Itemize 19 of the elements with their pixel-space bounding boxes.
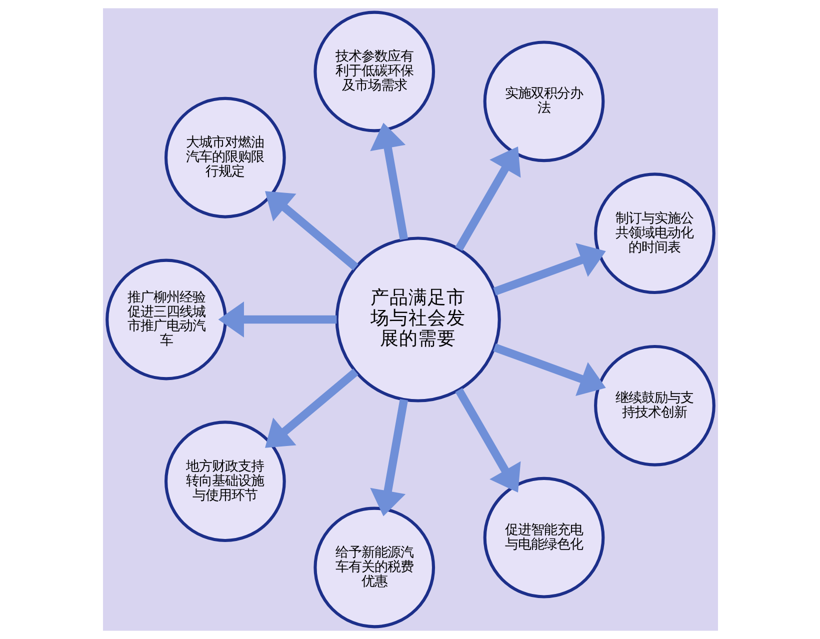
arrow: [492, 243, 606, 296]
arrow: [370, 122, 408, 240]
node-circle: 技术参数应有利于低碳环保及市场需求: [313, 10, 435, 132]
node-circle: 产品满足市场与社会发展的需要: [334, 236, 500, 402]
arrow: [492, 343, 606, 396]
node-circle: 实施双积分办法: [482, 40, 604, 162]
node-circle: 给予新能源汽车有关的税费优惠: [313, 506, 435, 628]
node-circle: 推广柳州经验促进三四线城市推广电动汽车: [105, 258, 226, 380]
node-circle: 大城市对燃油汽车的限购限行规定: [164, 96, 286, 218]
arrow: [264, 368, 358, 448]
node-circle: 地方财政支持转向基础设施与使用环节: [164, 420, 286, 542]
node-circle: 促进智能充电与电能绿色化: [482, 476, 604, 598]
arrow: [264, 191, 358, 270]
node-circle: 制订与实施公共领域电动化的时间表: [594, 172, 715, 294]
arrow: [454, 388, 520, 493]
arrow: [454, 146, 520, 252]
node-circle: 继续鼓励与支持技术创新: [594, 344, 715, 466]
arrow: [370, 398, 408, 516]
arrow: [218, 302, 336, 338]
